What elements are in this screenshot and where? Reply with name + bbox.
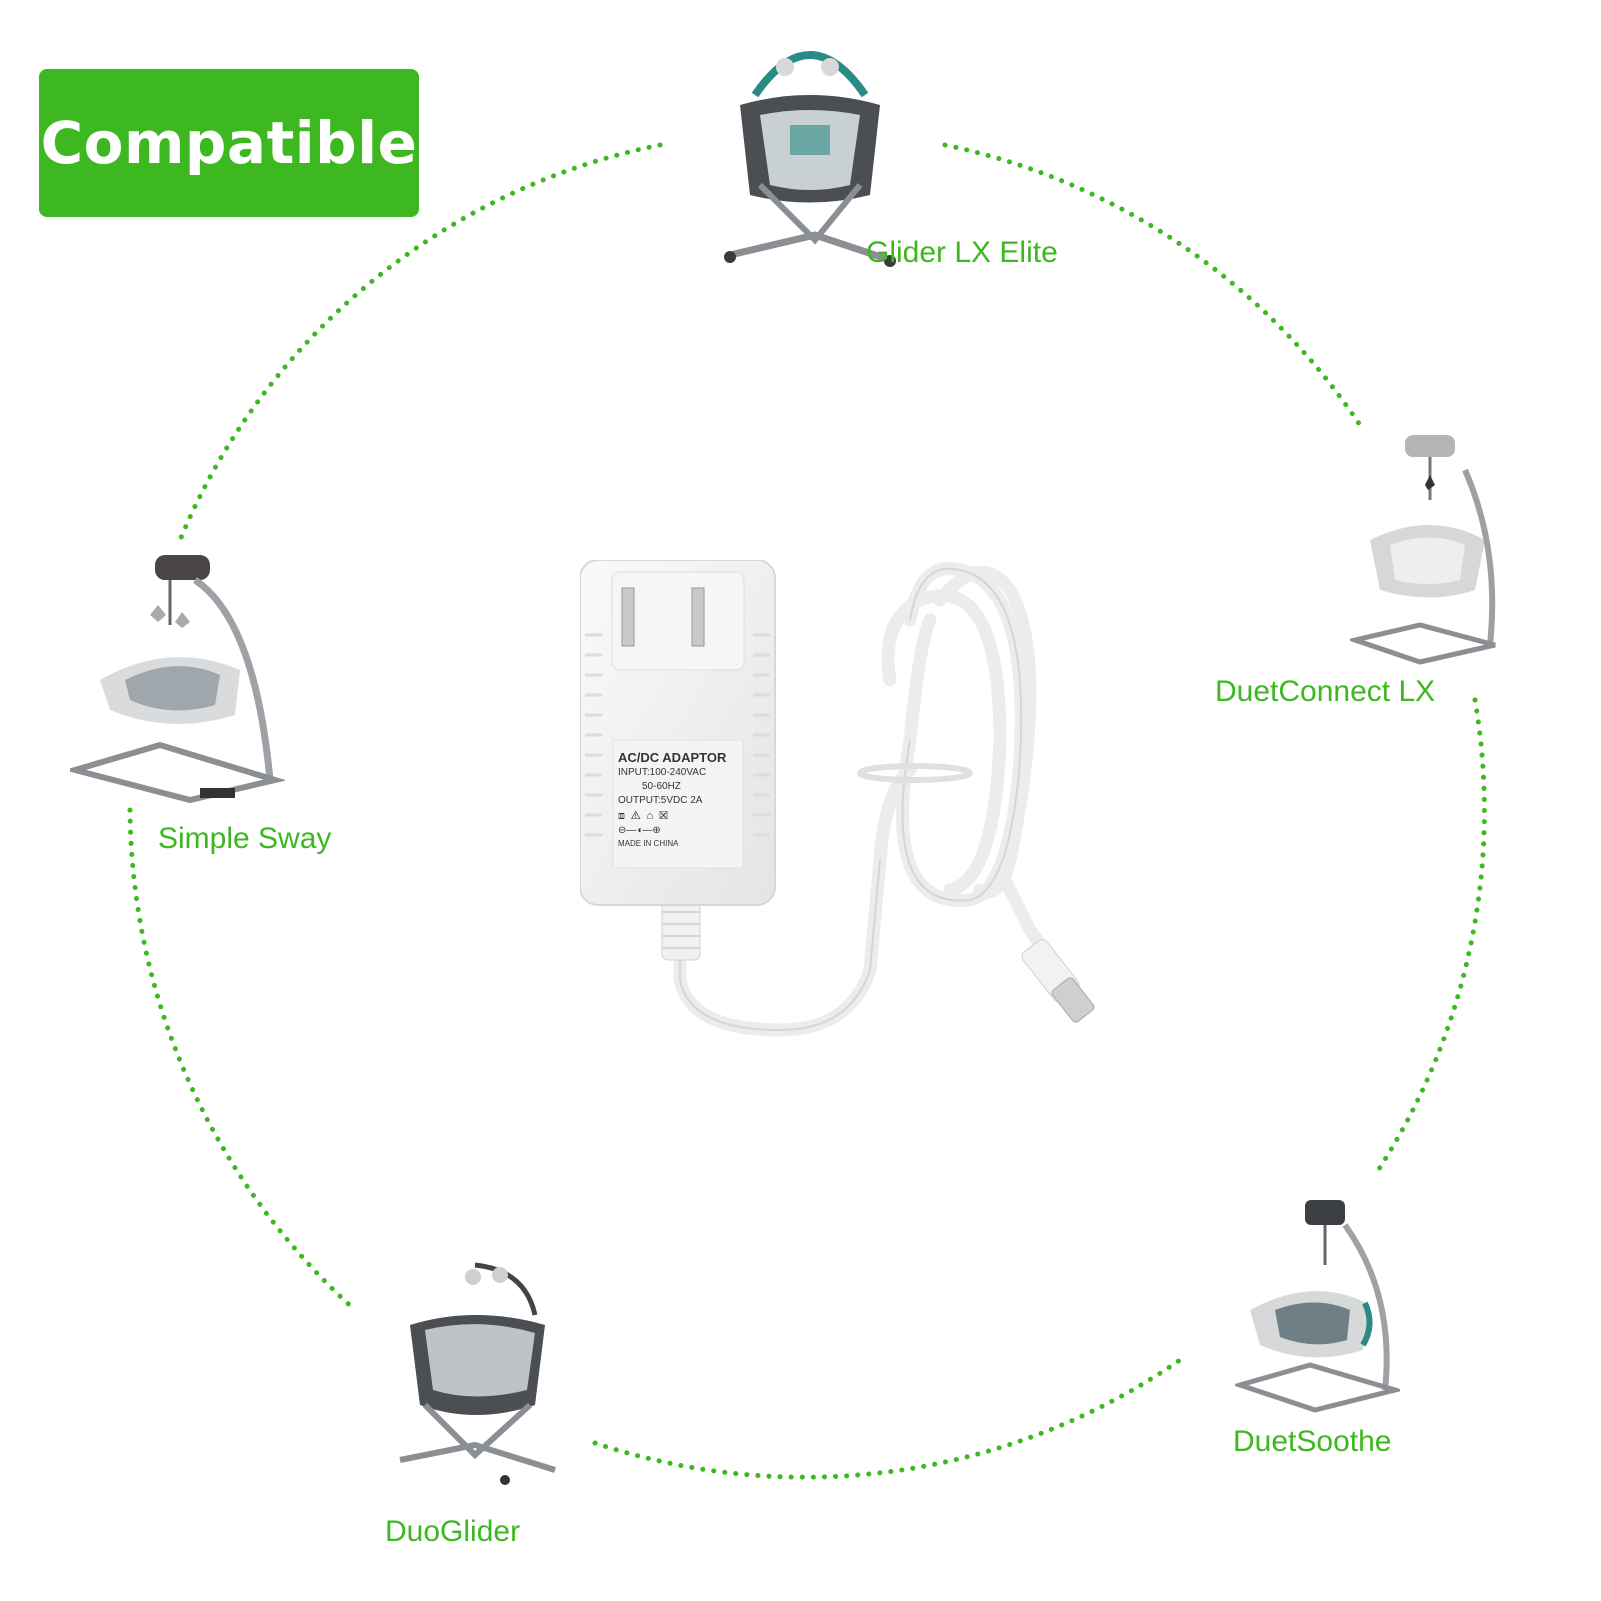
double-insulation-icon: ⧈ [618,810,631,822]
adapter-label-frequency: 50-60HZ [642,781,681,792]
indoor-use-icon: ⌂ [646,810,660,822]
product-label-duoglider: DuoGlider [385,1515,521,1548]
adapter-label-title: AC/DC ADAPTOR [618,750,727,765]
product-label-simple-sway: Simple Sway [158,822,332,855]
simple-sway-swing-icon [70,555,285,804]
weee-bin-icon: ☒ [659,810,674,822]
adapter-label-output: OUTPUT:5VDC 2A [618,795,703,806]
adapter-label-input: INPUT:100-240VAC [618,767,707,778]
adapter-label-origin: MADE IN CHINA [618,839,679,848]
compatible-badge: Compatible [39,69,419,217]
badge-text: Compatible [40,109,418,177]
product-label-duetsoothe: DuetSoothe [1233,1425,1392,1458]
warning-icon: ⚠ [631,810,647,822]
adapter-label-symbols: ⧈⚠⌂☒ [618,808,740,824]
polarity-icon: ⊖—◖—⊕ [618,825,661,836]
glider-swing-icon [724,51,896,267]
product-label-duetconnect-lx: DuetConnect LX [1215,675,1436,708]
duet-soothe-swing-icon [1235,1200,1400,1413]
duet-swing-icon [1350,435,1496,665]
duoglider-swing-icon [399,1262,556,1485]
adapter-label: AC/DC ADAPTOR INPUT:100-240VAC 50-60HZ O… [618,750,740,850]
product-label-glider-lx-elite: Glider LX Elite [866,236,1058,269]
ac-dc-adapter-image [580,560,1095,1037]
